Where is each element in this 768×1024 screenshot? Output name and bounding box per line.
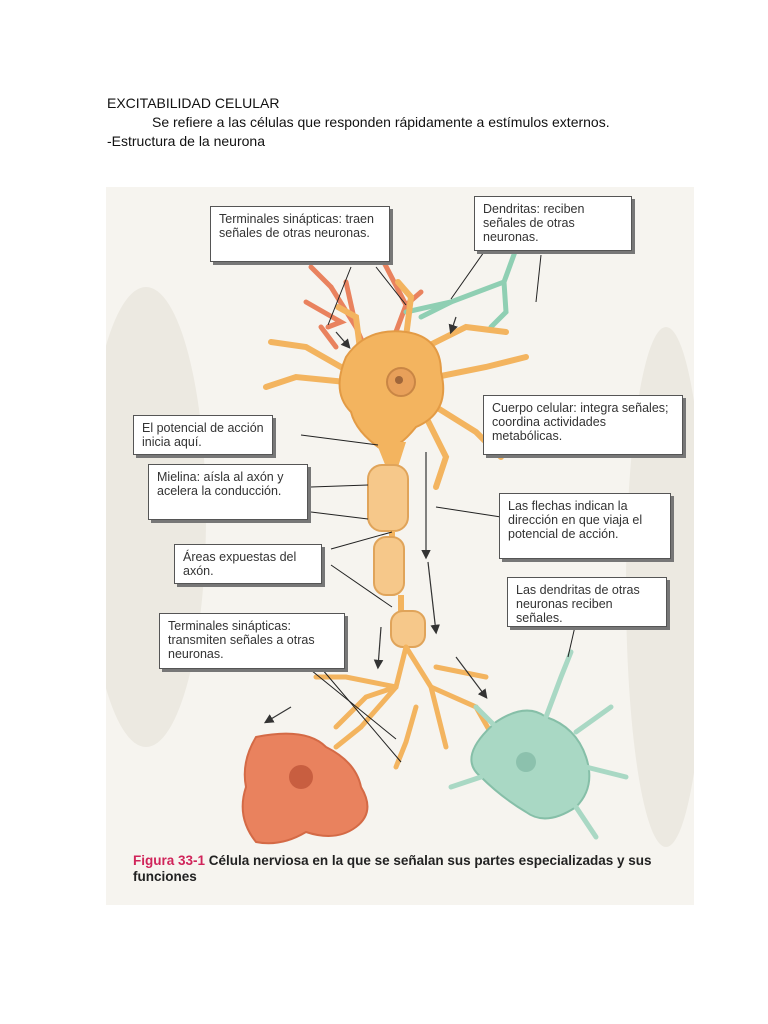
figure-number: Figura 33-1 xyxy=(133,853,206,868)
direction-arrows xyxy=(263,316,488,724)
callout-flechas: Las flechas indican la dirección en que … xyxy=(499,493,671,559)
red-neuron-nucleus xyxy=(289,765,313,789)
callout-dendritas-otras-neuronas: Las dendritas de otras neuronas reciben … xyxy=(507,577,667,627)
green-neuron-nucleus xyxy=(516,752,536,772)
callout-areas-expuestas: Áreas expuestas del axón. xyxy=(174,544,322,584)
definition-text: Se refiere a las células que responden r… xyxy=(152,114,610,130)
callout-mielina: Mielina: aísla al axón y acelera la cond… xyxy=(148,464,308,520)
callout-terminales-sinapticas-incoming: Terminales sinápticas: traen señales de … xyxy=(210,206,390,262)
neuron-figure: Terminales sinápticas: traen señales de … xyxy=(106,187,694,905)
green-incoming-dendrites xyxy=(403,246,519,330)
callout-dendritas: Dendritas: reciben señales de otras neur… xyxy=(474,196,632,251)
callout-leaders xyxy=(300,241,577,763)
callout-potencial-de-accion: El potencial de acción inicia aquí. xyxy=(133,415,273,455)
red-target-neuron xyxy=(241,732,369,845)
neuron-structure-subheading: -Estructura de la neurona xyxy=(107,133,265,149)
callout-cuerpo-celular: Cuerpo celular: integra señales; coordin… xyxy=(483,395,683,455)
nucleolus xyxy=(395,376,403,384)
figure-caption-text: Célula nerviosa en la que se señalan sus… xyxy=(133,853,652,884)
figure-caption: Figura 33-1 Célula nerviosa en la que se… xyxy=(133,853,663,885)
axon-terminals xyxy=(313,644,499,770)
myelinated-axon xyxy=(367,464,426,648)
callout-terminales-sinapticas-outgoing: Terminales sinápticas: transmiten señale… xyxy=(159,613,345,669)
document-heading: EXCITABILIDAD CELULAR xyxy=(107,95,280,111)
axon-hillock xyxy=(376,442,406,467)
green-neuron-dendrites xyxy=(448,649,629,840)
